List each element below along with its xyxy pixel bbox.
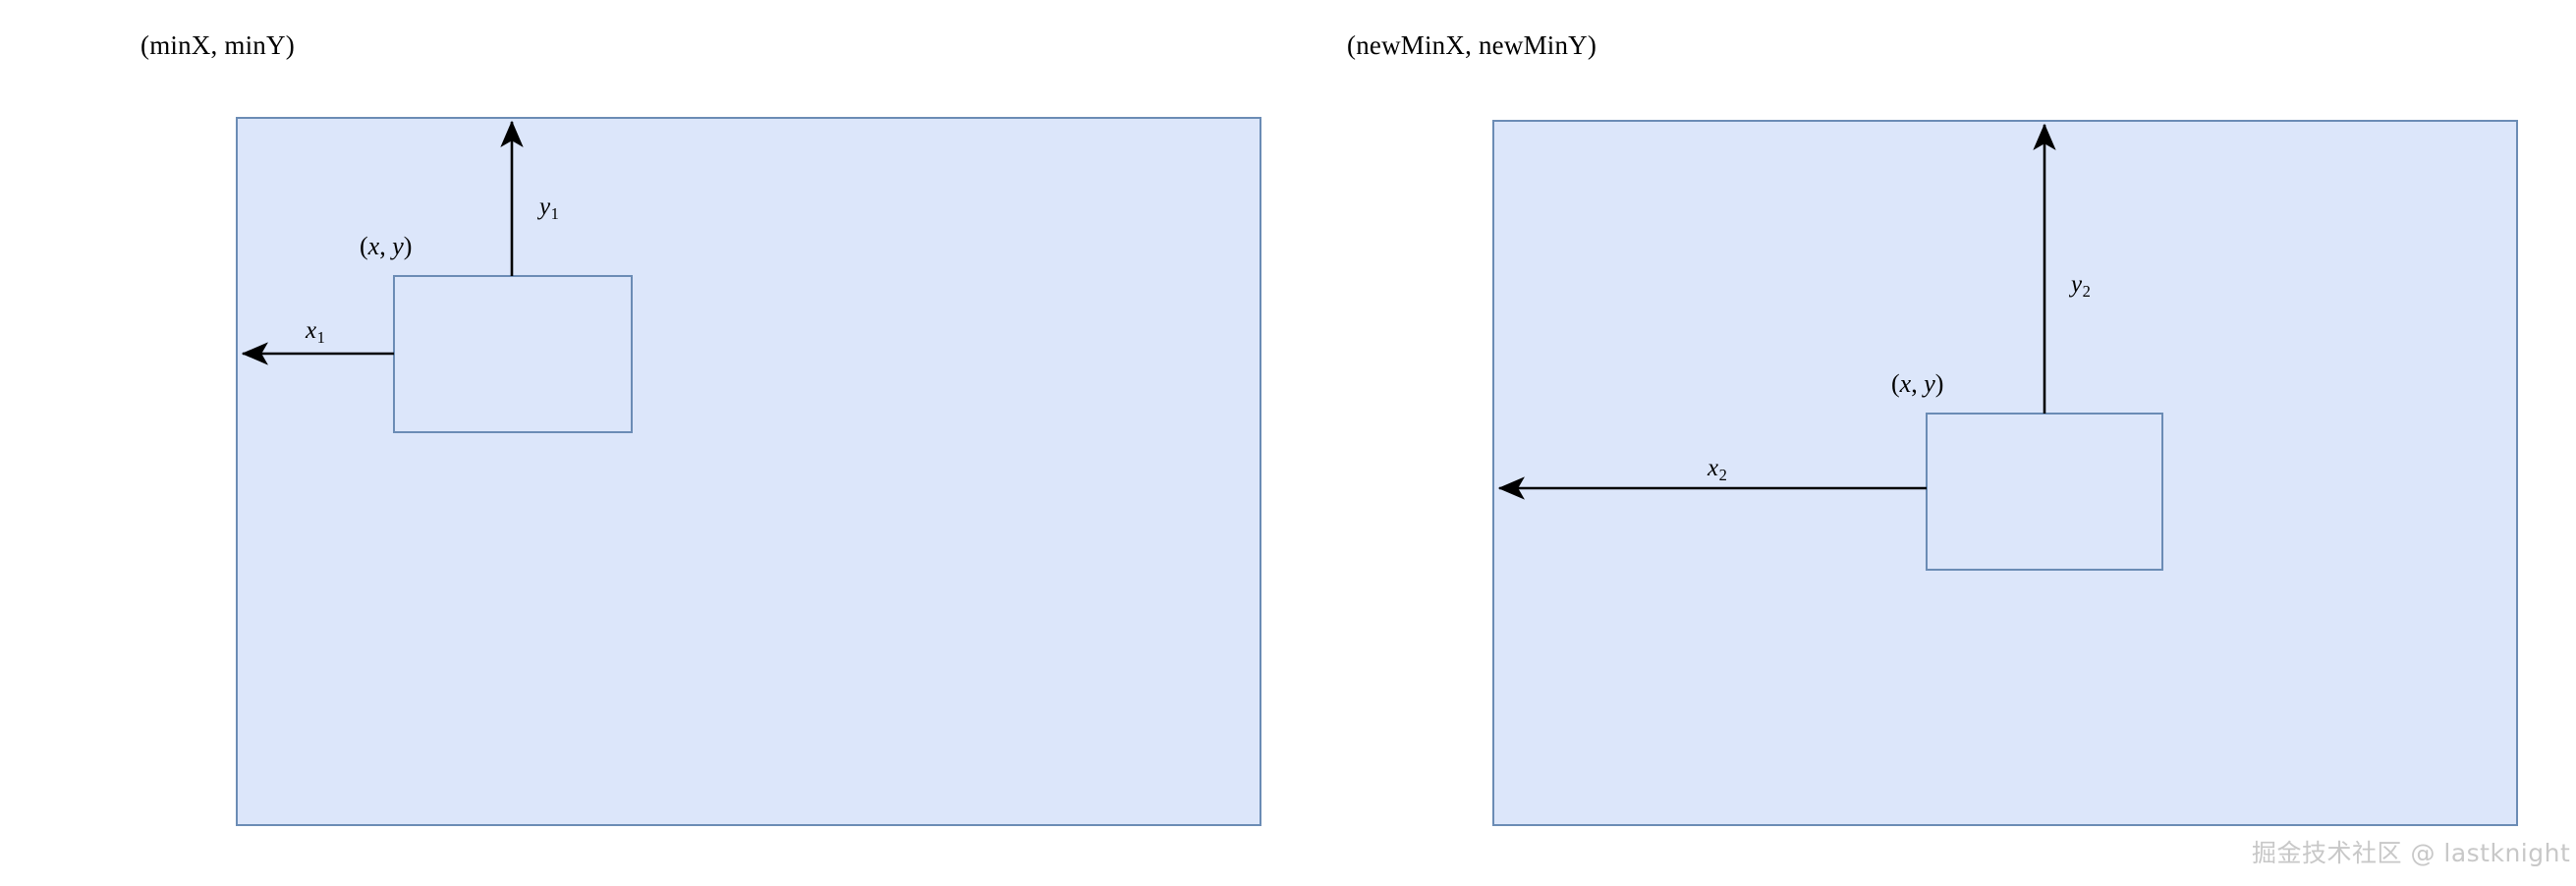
right-x2-subscript: 2 <box>1718 465 1727 484</box>
left-y1-measure-label: y1 <box>539 194 559 222</box>
right-y2-measure-label: y2 <box>2071 272 2091 300</box>
left-y1-symbol: y <box>539 194 551 220</box>
left-y1-subscript: 1 <box>550 203 559 223</box>
right-point-label-open: ( <box>1891 369 1900 398</box>
right-y2-subscript: 2 <box>2082 281 2091 301</box>
left-point-label-comma: , <box>379 232 393 260</box>
left-x1-subscript: 1 <box>316 327 325 347</box>
right-point-label-close: ) <box>1934 369 1944 398</box>
watermark-text: 掘金技术社区 @ lastknight <box>2252 839 2571 867</box>
right-x2-symbol: x <box>1708 455 1719 481</box>
left-panel-corner-label: (minX, minY) <box>140 30 295 60</box>
left-element-rect <box>393 275 633 433</box>
right-point-label: (x, y) <box>1891 371 1943 397</box>
left-point-label-close: ) <box>403 232 413 260</box>
right-point-label-comma: , <box>1911 369 1925 398</box>
left-point-label-y: y <box>392 232 404 260</box>
left-point-label-x: x <box>367 232 380 260</box>
right-point-label-x: x <box>1899 369 1912 398</box>
right-x2-measure-label: x2 <box>1708 456 1727 483</box>
right-y2-symbol: y <box>2071 271 2083 298</box>
left-point-label-open: ( <box>360 232 368 260</box>
left-x1-measure-label: x1 <box>306 318 325 346</box>
right-point-label-y: y <box>1924 369 1935 398</box>
right-panel-corner-label: (newMinX, newMinY) <box>1347 30 1597 60</box>
right-element-rect <box>1926 413 2163 571</box>
left-point-label: (x, y) <box>360 234 412 259</box>
left-x1-symbol: x <box>306 317 317 344</box>
left-viewport-box <box>236 117 1261 826</box>
